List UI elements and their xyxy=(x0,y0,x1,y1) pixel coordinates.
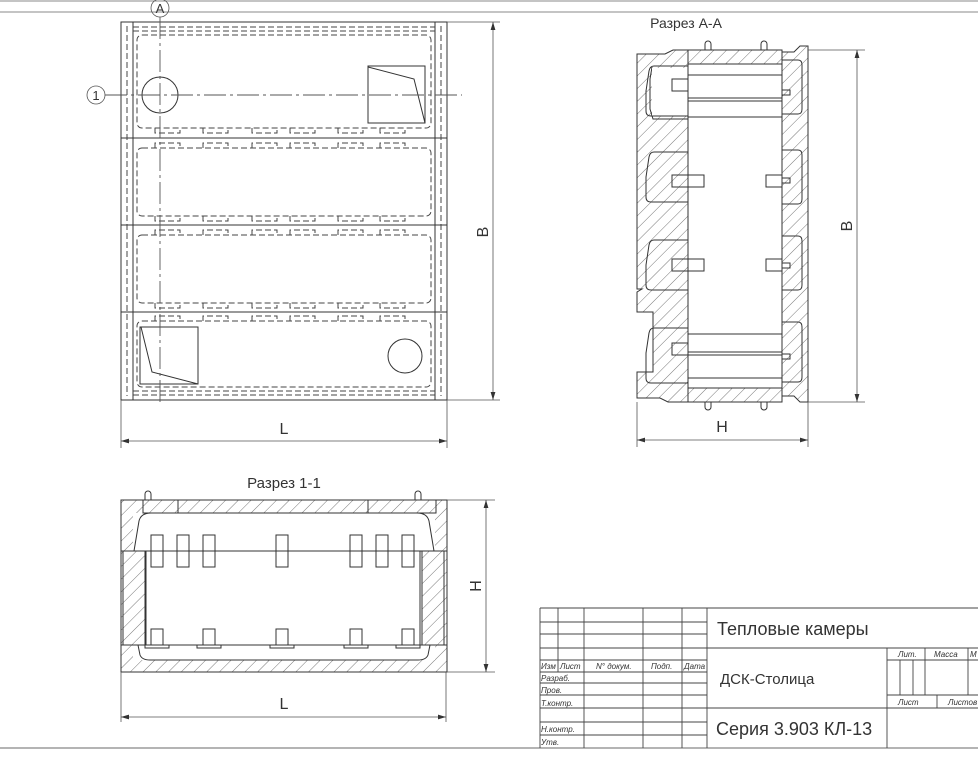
hatch-opening-bottom xyxy=(139,326,199,385)
dim-l-label: L xyxy=(280,421,289,438)
dimension-l-11: L xyxy=(120,672,447,722)
plan-view: A 1 B L xyxy=(86,0,500,448)
dim-b-label: B xyxy=(475,227,492,238)
header-scale: М xyxy=(970,650,977,659)
dimension-h-section: H xyxy=(636,402,809,447)
section-11-upper-inserts xyxy=(150,534,415,568)
section-1-1: Разрез 1-1 xyxy=(120,475,495,722)
organization: ДСК-Столица xyxy=(720,671,815,688)
plan-section-dividers xyxy=(121,137,447,313)
role-developer: Разраб. xyxy=(541,674,570,683)
title-block: Изм Лист N° докум. Подп. Дата Разраб. Пр… xyxy=(539,607,978,748)
drawing-title: Тепловые камеры xyxy=(717,619,869,639)
role-norm-control: Н.контр. xyxy=(541,725,575,734)
dimension-h-11: H xyxy=(447,499,495,673)
header-sign: Подп. xyxy=(651,662,672,671)
dim-b-section-label: B xyxy=(839,221,856,232)
section-aa-inserts xyxy=(671,78,791,360)
header-doc-no: N° докум. xyxy=(596,662,632,671)
series-code: Серия 3.903 КЛ-13 xyxy=(716,719,872,739)
dim-h-section-label: H xyxy=(716,419,728,436)
header-date: Дата xyxy=(683,662,706,671)
header-izm: Изм xyxy=(541,662,556,671)
role-approved: Утв. xyxy=(540,738,559,747)
dim-l-11-label: L xyxy=(280,696,289,713)
axis-1-marker xyxy=(86,85,106,105)
header-sheet: Лист xyxy=(897,698,919,707)
lifting-loops xyxy=(704,40,768,411)
section-a-a: Разрез А-А xyxy=(636,15,865,447)
axis-a: A xyxy=(150,0,170,405)
dimension-b-plan: B xyxy=(447,21,500,401)
axis-1-label: 1 xyxy=(92,88,99,103)
role-checker: Пров. xyxy=(541,686,562,695)
plan-hidden-lines xyxy=(126,26,442,396)
hatch-opening-top xyxy=(367,65,426,124)
section-11-lower-inserts xyxy=(144,628,421,649)
section-11-lifting-loops xyxy=(144,490,422,500)
manhole-opening-bottom xyxy=(387,338,423,374)
dimension-b-section: B xyxy=(808,49,865,403)
right-wall xyxy=(781,45,809,403)
axis-a-label: A xyxy=(156,1,165,16)
plan-outline xyxy=(120,21,448,401)
header-lit: Лит. xyxy=(897,650,917,659)
dimension-l-plan: L xyxy=(120,400,448,448)
header-sheets: Листов xyxy=(947,698,977,707)
axis-1: 1 xyxy=(86,85,462,105)
axis-a-marker xyxy=(150,0,170,18)
dim-h-11-label: H xyxy=(468,580,485,592)
left-wall xyxy=(636,49,689,403)
header-list: Лист xyxy=(559,662,581,671)
header-mass: Масса xyxy=(934,650,958,659)
section-aa-title: Разрез А-А xyxy=(650,15,722,31)
role-tech-control: Т.контр. xyxy=(541,699,573,708)
section-11-title: Разрез 1-1 xyxy=(247,475,321,492)
